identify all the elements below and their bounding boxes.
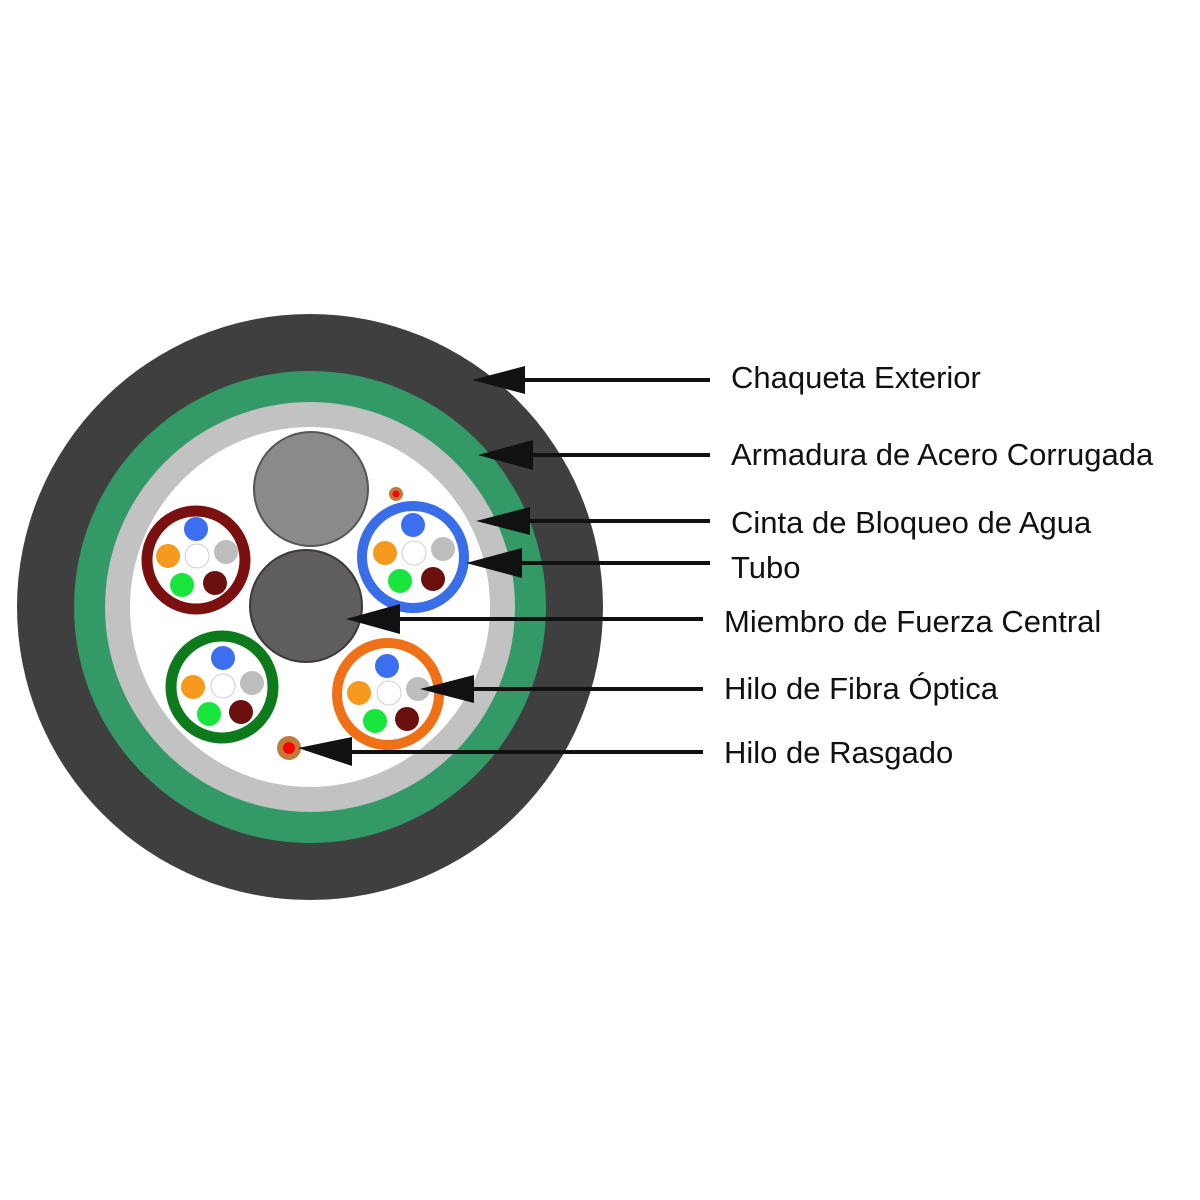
filler-rod xyxy=(253,431,369,547)
central-strength-member xyxy=(249,549,363,663)
fiber-white xyxy=(210,673,236,699)
fiber-orange xyxy=(373,541,397,565)
arrow-head xyxy=(420,675,474,703)
arrow-head xyxy=(298,737,352,766)
fiber-blue xyxy=(401,513,425,537)
loose-tube-2 xyxy=(357,501,469,613)
cable-cross-section xyxy=(17,314,603,900)
callout-arrows xyxy=(298,366,710,766)
fiber-orange xyxy=(156,544,180,568)
arrow-strength-member xyxy=(346,604,703,634)
fiber-brown xyxy=(203,571,227,595)
fiber-gray xyxy=(240,671,264,695)
arrow-ripcord xyxy=(298,737,703,766)
loose-tube-4 xyxy=(332,638,444,750)
fiber-orange xyxy=(347,681,371,705)
fiber-gray xyxy=(406,677,430,701)
arrow-tube xyxy=(466,548,710,578)
ripcord-center xyxy=(283,742,295,754)
arrow-head xyxy=(478,440,533,470)
label-outer-jacket: Chaqueta Exterior xyxy=(731,360,981,395)
arrow-outer-jacket xyxy=(472,366,710,394)
label-water-tape: Cinta de Bloqueo de Agua xyxy=(731,505,1092,540)
loose-tube-1 xyxy=(141,505,251,615)
label-strength-member: Miembro de Fuerza Central xyxy=(724,604,1101,639)
arrow-head xyxy=(346,604,400,634)
fiber-green xyxy=(363,709,387,733)
fiber-white xyxy=(401,540,427,566)
fiber-green xyxy=(388,569,412,593)
fiber-gray xyxy=(214,540,238,564)
ripcord-dot-top-center xyxy=(392,490,400,498)
label-tube: Tubo xyxy=(731,550,801,585)
fiber-brown xyxy=(229,700,253,724)
fiber-blue xyxy=(184,517,208,541)
fiber-brown xyxy=(395,707,419,731)
fiber-white xyxy=(376,680,402,706)
fiber-white xyxy=(184,543,210,569)
fiber-brown xyxy=(421,567,445,591)
fiber-green xyxy=(170,573,194,597)
fiber-green xyxy=(197,702,221,726)
fiber-gray xyxy=(431,537,455,561)
arrow-water-tape xyxy=(476,507,710,535)
fiber-blue xyxy=(211,646,235,670)
arrow-fiber xyxy=(420,675,703,703)
arrow-armor xyxy=(478,440,710,470)
label-fiber: Hilo de Fibra Óptica xyxy=(724,671,999,706)
callout-labels: Chaqueta Exterior Armadura de Acero Corr… xyxy=(724,360,1154,770)
fiber-blue xyxy=(375,654,399,678)
loose-tube-3 xyxy=(165,630,279,744)
fiber-orange xyxy=(181,675,205,699)
arrow-head xyxy=(466,548,522,578)
label-armor: Armadura de Acero Corrugada xyxy=(731,437,1154,472)
arrow-head xyxy=(476,507,530,535)
arrow-head xyxy=(472,366,525,394)
label-ripcord: Hilo de Rasgado xyxy=(724,735,953,770)
